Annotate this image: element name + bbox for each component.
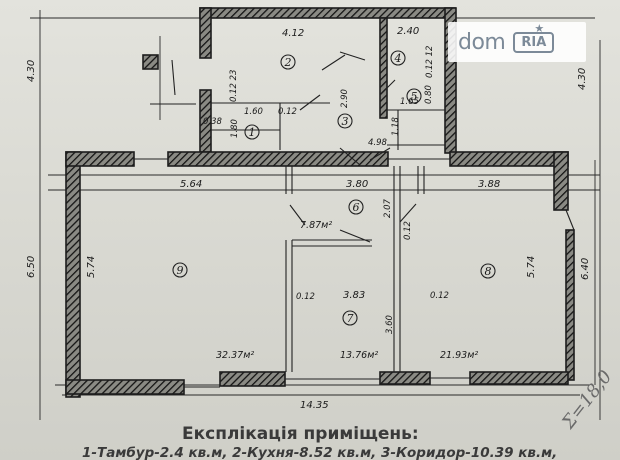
room-areas: 7.87м² 32.37м² 13.76м² 21.93м² [216,220,478,361]
main-block-partitions [134,147,575,388]
dim-6-50: 6.50 [26,256,37,278]
dim-left-4-30: 4.30 [26,60,37,82]
watermark-badge: ★ RIA [513,22,555,53]
room-number-1: 1 [249,126,256,139]
dim-1-18: 1.18 [391,116,401,136]
dim-0-12-b: 0.12 [403,221,413,240]
dim-0-12: 0.12 [278,107,297,117]
room-number-4: 4 [394,52,402,65]
main-block-walls [65,151,575,398]
dim-5-74-left: 5.74 [86,256,97,278]
dim-top-2-40: 2.40 [397,26,419,37]
dim-2-07: 2.07 [383,198,393,218]
dimension-frame [30,10,601,420]
room-number-9: 9 [177,264,184,277]
dim-0-80: 0.80 [424,85,434,104]
dim-6-40: 6.40 [580,258,591,280]
dim-0-12-right: 0.12 [430,291,449,301]
room-number-7: 7 [347,312,354,325]
dimension-labels: 4.12 2.40 4.30 4.30 0.12 23 0.12 12 1.60… [26,26,591,411]
dim-1-60: 1.60 [244,107,263,117]
area-room-9: 32.37м² [216,350,254,361]
room-number-5: 5 [411,90,418,103]
dim-4-98: 4.98 [368,138,388,148]
watermark-brand: dom [458,29,506,55]
area-room-7: 13.76м² [340,350,378,361]
legend-title: Експлікація приміщень: [182,424,419,444]
dim-3-80: 3.80 [346,179,368,190]
dim-v-0-12-23: 0.12 23 [229,70,239,102]
dim-right-4-30: 4.30 [577,68,588,90]
dim-3-83: 3.83 [343,290,365,301]
room-number-3: 3 [342,115,349,128]
dim-3-60: 3.60 [385,315,395,334]
watermark-badge-text: RIA [521,34,547,50]
room-number-6: 6 [353,201,360,214]
dim-top-4-12: 4.12 [282,28,304,39]
dim-5-74-right: 5.74 [526,256,537,278]
dom-ria-watermark: dom ★ RIA [448,22,586,62]
dim-0-38: 0.38 [203,117,223,127]
legend-line-1: 1-Тамбур-2.4 кв.м, 2-Кухня-8.52 кв.м, 3-… [82,445,558,460]
room-numbers: 1 2 3 4 5 6 7 8 9 [172,50,496,326]
dim-0-12-left: 0.12 [296,292,315,302]
area-room-8: 21.93м² [440,350,478,361]
star-icon: ★ [534,21,545,35]
dim-1-80: 1.80 [230,119,240,138]
room-number-2: 2 [284,56,292,69]
room-number-8: 8 [485,265,492,278]
area-room-6: 7.87м² [300,220,332,231]
dim-14-35: 14.35 [300,400,329,411]
dim-2-90: 2.90 [340,89,350,108]
dim-3-88: 3.88 [478,179,500,190]
dim-v-0-12-12: 0.12 12 [425,46,435,78]
dim-5-64: 5.64 [180,179,202,190]
